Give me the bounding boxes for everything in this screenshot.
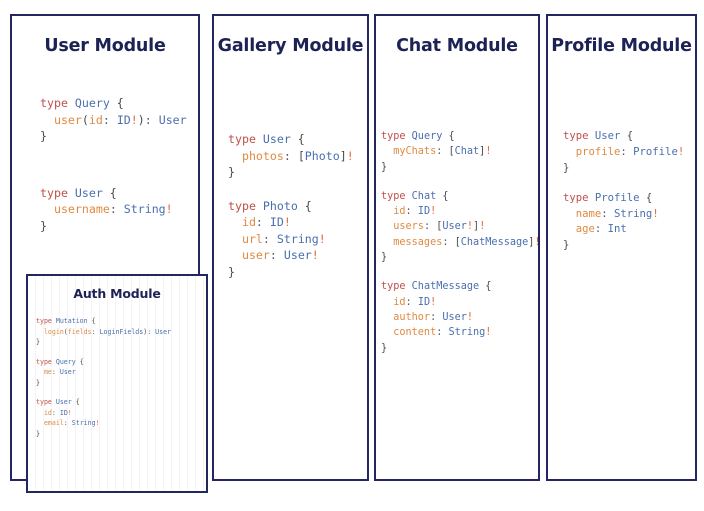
type-definition-block: type Profile { name: String! age: Int} <box>563 191 684 255</box>
code-line: id: ID! <box>228 215 291 230</box>
card-chat-module[interactable]: Chat Module <box>374 14 540 481</box>
code-block-user-module: type Query { user(id: ID!): User}type Us… <box>40 95 187 234</box>
code-line: } <box>563 161 570 174</box>
code-line: users: [User!]! <box>381 221 486 233</box>
card-title-auth-module: Auth Module <box>73 286 161 301</box>
code-line: type Chat { <box>381 190 449 202</box>
code-line: id: ID! <box>36 408 72 417</box>
card-auth-module[interactable]: Auth Module type Mutation { login(fields… <box>26 274 208 493</box>
type-definition-block: type Photo { id: ID! url: String! user: … <box>228 198 354 281</box>
code-line: type Mutation { <box>36 317 96 325</box>
code-line: type User { <box>228 132 305 146</box>
code-block-profile-module: type User { profile: Profile!}type Profi… <box>563 129 684 254</box>
code-line: type Photo { <box>228 198 312 213</box>
code-line: type User { <box>40 185 117 200</box>
type-definition-block: type Query { myChats: [Chat]!} <box>381 129 541 175</box>
card-profile-module[interactable]: Profile Module <box>546 14 697 481</box>
type-definition-block: type Query { user(id: ID!): User} <box>40 95 187 145</box>
code-block-chat-module: type Query { myChats: [Chat]!}type Chat … <box>381 129 541 356</box>
code-line: type Profile { <box>563 191 653 204</box>
code-line: } <box>40 218 47 233</box>
code-line: } <box>381 161 388 173</box>
code-line: me: User <box>36 368 76 377</box>
code-line: username: String! <box>40 202 173 217</box>
code-line: type Query { <box>36 357 84 366</box>
code-line: login(fields: LoginFields): User <box>36 327 172 336</box>
code-line: type ChatMessage { <box>381 281 492 293</box>
code-line: } <box>36 429 40 438</box>
code-line: user: User! <box>228 248 319 263</box>
code-block-auth-module: type Mutation { login(fields: LoginField… <box>36 316 171 439</box>
type-definition-block: type Mutation { login(fields: LoginField… <box>36 316 171 348</box>
code-line: } <box>381 252 388 264</box>
card-title-user-module: User Module <box>44 36 166 56</box>
code-line: url: String! <box>228 231 326 246</box>
code-line: id: ID! <box>381 296 437 308</box>
card-gallery-module[interactable]: Gallery Module <box>212 14 369 481</box>
code-line: } <box>36 378 40 387</box>
code-line: email: String! <box>36 419 100 428</box>
code-line: myChats: [Chat]! <box>381 146 492 158</box>
code-line: type User { <box>36 398 80 407</box>
card-user-module[interactable]: User Module type Query { user(id: ID!): … <box>10 14 208 493</box>
card-title-chat-module: Chat Module <box>396 36 518 56</box>
code-line: author: User! <box>381 311 474 323</box>
type-definition-block: type User { profile: Profile!} <box>563 129 684 177</box>
type-definition-block: type Chat { id: ID! users: [User!]! mess… <box>381 189 541 265</box>
type-definition-block: type ChatMessage { id: ID! author: User!… <box>381 279 541 355</box>
type-definition-block: type User { username: String!} <box>40 185 187 235</box>
code-line: content: String! <box>381 327 492 339</box>
code-line: } <box>381 342 388 354</box>
type-definition-block: type User { photos: [Photo]!} <box>228 131 354 181</box>
card-title-profile-module: Profile Module <box>551 36 692 56</box>
code-line: } <box>228 265 235 280</box>
code-line: type User { <box>563 130 634 142</box>
code-line: age: Int <box>563 223 627 236</box>
code-line: id: ID! <box>381 206 437 218</box>
code-line: } <box>36 338 40 347</box>
code-line: } <box>563 239 570 252</box>
code-block-gallery-module: type User { photos: [Photo]!}type Photo … <box>228 131 354 281</box>
code-line: profile: Profile! <box>563 145 685 158</box>
code-line: name: String! <box>563 207 659 220</box>
code-line: } <box>228 165 235 180</box>
type-definition-block: type Query { me: User} <box>36 357 171 389</box>
code-line: } <box>40 129 47 144</box>
card-title-gallery-module: Gallery Module <box>217 36 364 56</box>
code-line: messages: [ChatMessage]! <box>381 236 541 248</box>
code-line: photos: [Photo]! <box>228 148 354 163</box>
code-line: type Query { <box>381 131 455 142</box>
code-line: type Query { <box>40 96 124 110</box>
type-definition-block: type User { id: ID! email: String!} <box>36 397 171 439</box>
code-line: user(id: ID!): User <box>40 112 187 127</box>
